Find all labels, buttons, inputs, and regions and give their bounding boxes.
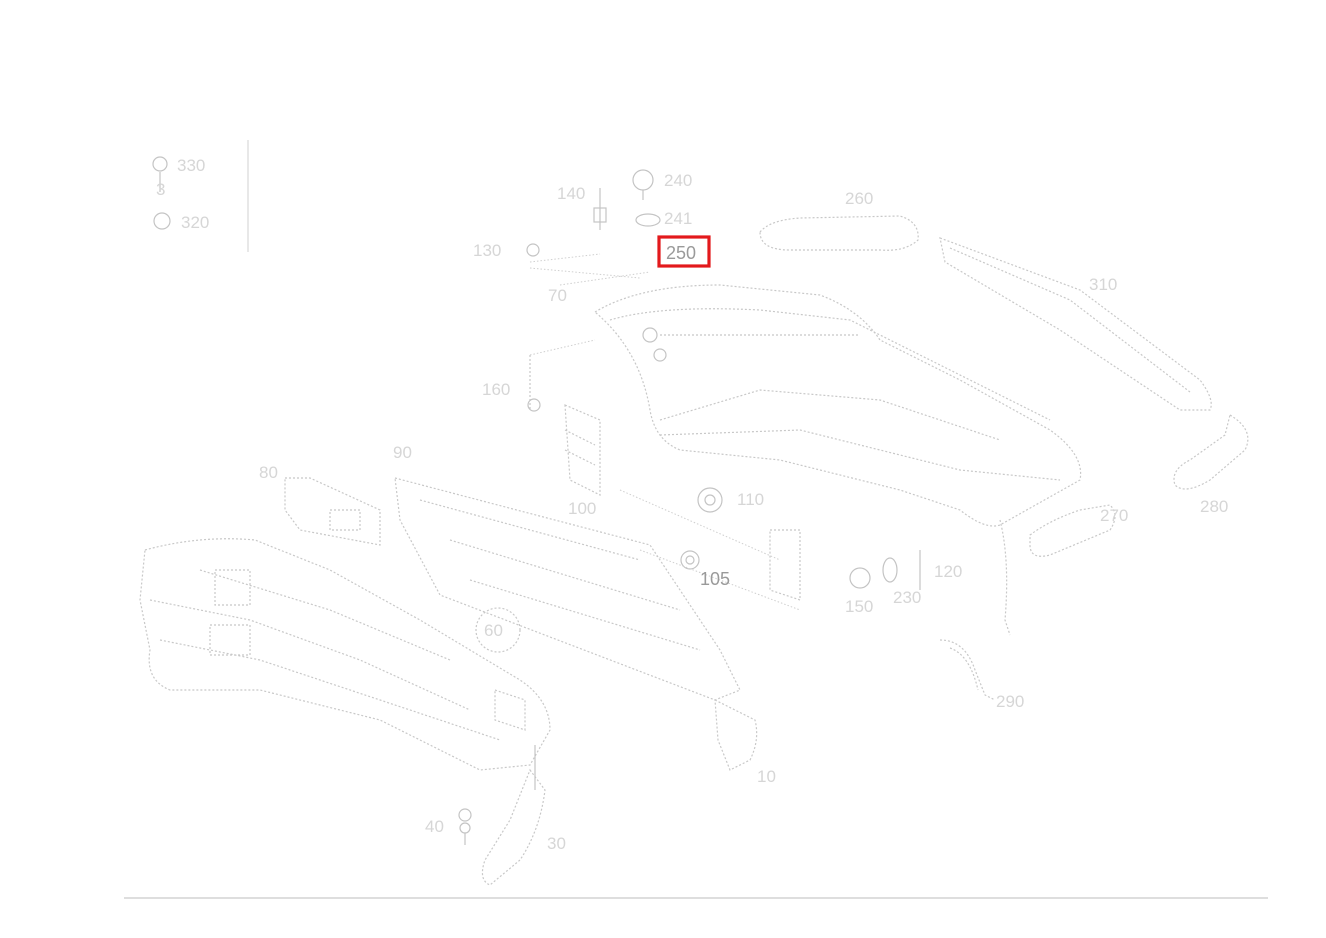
- callout-320[interactable]: 320: [181, 213, 209, 232]
- bracket-80: [284, 477, 381, 546]
- callout-110[interactable]: 110: [737, 490, 764, 509]
- callout-140[interactable]: 140: [557, 184, 585, 203]
- reflector-280: [1029, 504, 1116, 557]
- splash-guard-30: [481, 745, 546, 886]
- callout-241[interactable]: 241: [664, 209, 692, 228]
- bracket-160: [527, 339, 601, 496]
- end-cap-290: [1173, 414, 1249, 490]
- callout-90[interactable]: 90: [393, 443, 412, 462]
- callout-250-highlight: [657, 235, 711, 268]
- legend-screw-icon: [152, 156, 171, 230]
- callout-80[interactable]: 80: [259, 463, 278, 482]
- callout-100[interactable]: 100: [568, 499, 596, 518]
- callout-150[interactable]: 150: [845, 597, 873, 616]
- callout-3[interactable]: 3: [156, 180, 165, 199]
- callout-230[interactable]: 230: [893, 588, 921, 607]
- callout-120[interactable]: 120: [934, 562, 962, 581]
- callout-280[interactable]: 270: [1100, 506, 1128, 525]
- callout-10[interactable]: 10: [757, 767, 776, 786]
- upper-fasteners: [526, 169, 661, 286]
- callout-270[interactable]: 290: [996, 692, 1024, 711]
- callout-30[interactable]: 30: [547, 834, 566, 853]
- front-carrier: [394, 477, 758, 771]
- callout-240[interactable]: 240: [664, 171, 692, 190]
- callout-310[interactable]: 310: [1089, 275, 1117, 294]
- callout-105[interactable]: 105: [700, 569, 730, 589]
- rear-bumper-cover: [593, 284, 1082, 527]
- callout-290[interactable]: 280: [1200, 497, 1228, 516]
- middle-fasteners: [619, 487, 921, 611]
- front-bumper-cover: [139, 538, 551, 771]
- callout-70[interactable]: 70: [548, 286, 567, 305]
- callout-160[interactable]: 160: [482, 380, 510, 399]
- callout-130[interactable]: 130: [473, 241, 501, 260]
- callout-40[interactable]: 40: [425, 817, 444, 836]
- callout-330[interactable]: 330: [177, 156, 205, 175]
- screw-40: [458, 808, 472, 845]
- side-panel-270: [939, 519, 1011, 701]
- callout-250[interactable]: 250: [666, 243, 696, 263]
- trim-strip-260: [759, 215, 919, 251]
- callout-60[interactable]: 60: [484, 621, 503, 640]
- trim-strip-310: [939, 237, 1212, 411]
- callout-260[interactable]: 260: [845, 189, 873, 208]
